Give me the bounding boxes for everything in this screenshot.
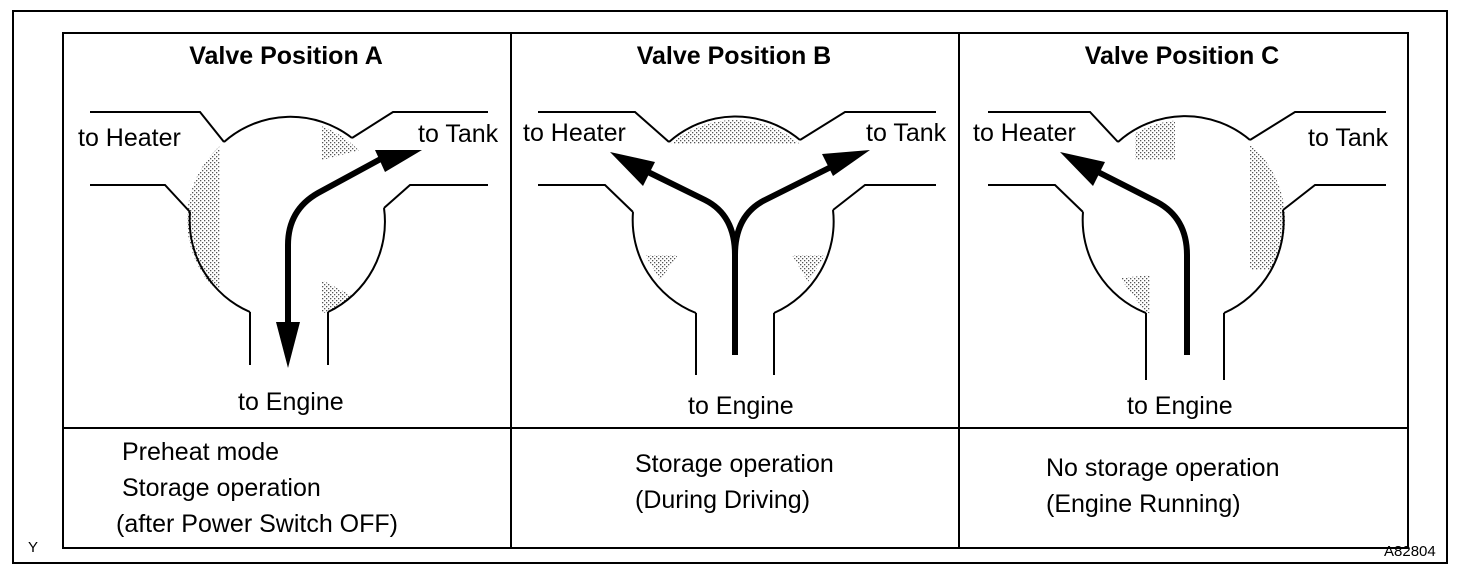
panel-b-mode-line-1: Storage operation <box>635 450 834 478</box>
panel-c-mode-line-2: (Engine Running) <box>1046 490 1241 518</box>
corner-mark: Y <box>28 539 39 556</box>
valve-a-body <box>90 111 488 365</box>
panel-a-title: Valve Position A <box>189 42 383 70</box>
panel-b-tank-label: to Tank <box>866 119 947 147</box>
panel-c-heater-label: to Heater <box>973 119 1076 147</box>
panel-b-title: Valve Position B <box>636 42 832 70</box>
panel-a-mode-line-2: Storage operation <box>122 474 321 502</box>
flow-arrow-b <box>610 150 870 355</box>
panel-c-engine-label: to Engine <box>1127 392 1233 420</box>
panel-a-mode-line-1: Preheat mode <box>122 438 280 466</box>
panel-a-engine-label: to Engine <box>238 388 344 416</box>
valve-c-body <box>988 111 1386 380</box>
panel-a-heater-label: to Heater <box>78 124 181 152</box>
panel-c-title: Valve Position C <box>1084 42 1280 70</box>
figure-code: A82804 <box>1384 543 1436 560</box>
figure-frame <box>12 10 1448 564</box>
panel-c-mode-line-1: No storage operation <box>1046 454 1280 482</box>
valve-c-shading <box>1120 120 1285 318</box>
panel-b-heater-label: to Heater <box>523 119 626 147</box>
panel-b-mode-line-2: (During Driving) <box>635 486 811 514</box>
table-grid <box>62 32 1409 549</box>
panel-a-tank-label: to Tank <box>418 120 499 148</box>
flow-arrow-a <box>276 150 422 368</box>
valve-a-shading <box>187 120 360 320</box>
flow-arrow-c <box>1060 152 1190 355</box>
panel-b-engine-label: to Engine <box>688 392 794 420</box>
panel-c-tank-label: to Tank <box>1308 124 1389 152</box>
panel-a-mode-line-3: (after Power Switch OFF) <box>116 510 398 538</box>
valve-b-body <box>538 111 936 375</box>
